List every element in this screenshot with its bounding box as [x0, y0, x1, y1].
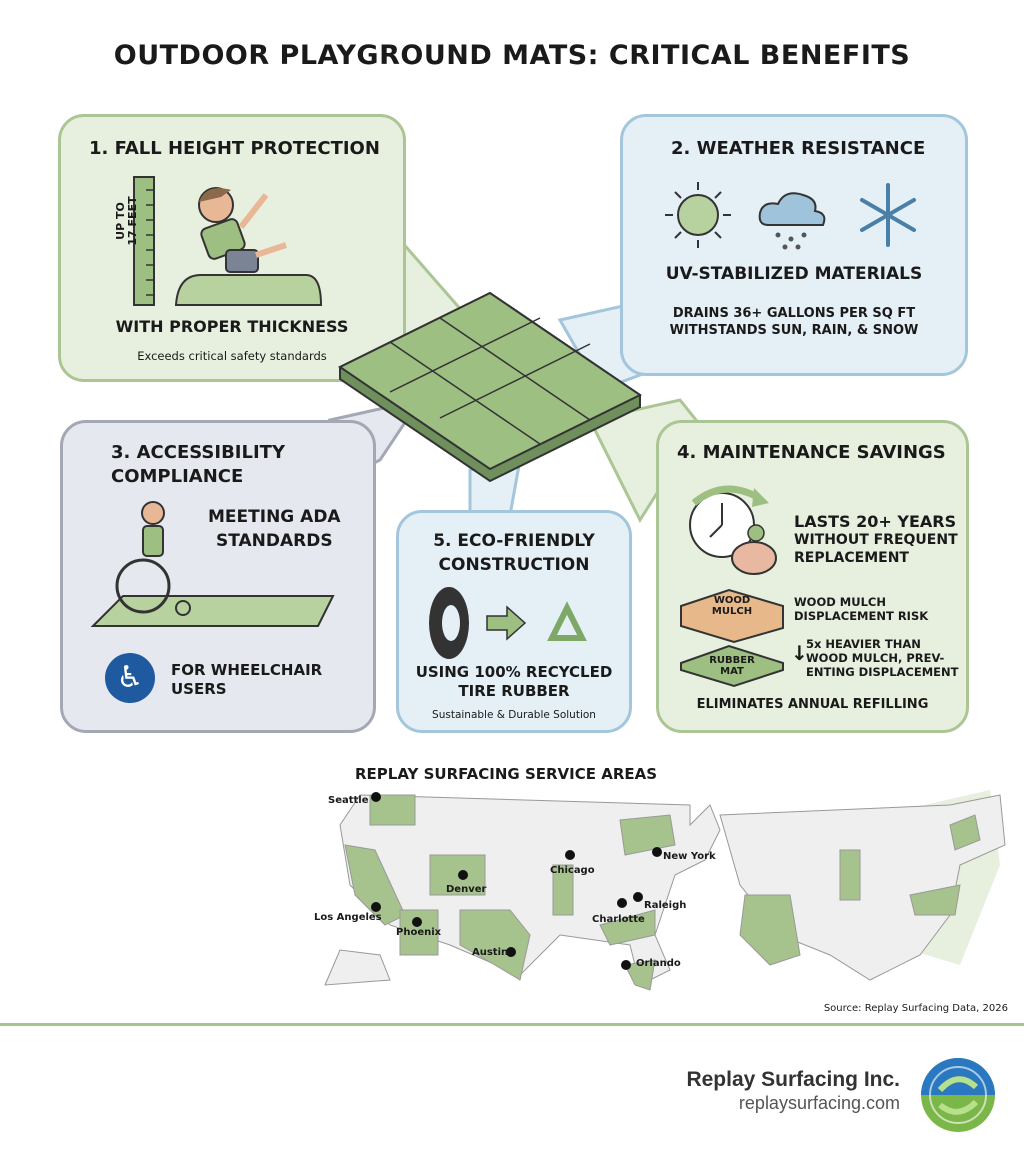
clock-piggy-bank-illustration [689, 485, 777, 575]
clock-icon [689, 485, 769, 558]
pin-new-york-icon [652, 847, 662, 857]
mulch-note-1: WOOD MULCH [794, 595, 886, 609]
ada-text-1: MEETING ADA [208, 507, 341, 527]
eco-text-1: USING 100% RECYCLED [415, 663, 613, 681]
city-label: Orlando [636, 958, 681, 969]
panel-heading: 2. WEATHER RESISTANCE [671, 138, 926, 159]
wood-mulch-label-1: WOOD [713, 595, 751, 606]
company-name: Replay Surfacing Inc. [686, 1068, 900, 1091]
map-title: REPLAY SURFACING SERVICE AREAS [355, 765, 658, 783]
panel-subheading: UV-STABILIZED MATERIALS [665, 264, 923, 284]
mulch-note-2: DISPLACEMENT RISK [794, 609, 929, 623]
heavier-text-1: 5x HEAVIER THAN [806, 637, 921, 651]
company-url[interactable]: replaysurfacing.com [738, 1093, 900, 1113]
page-title: OUTDOOR PLAYGROUND MATS: CRITICAL BENEFI… [113, 40, 911, 71]
us-service-area-map [324, 790, 1006, 991]
city-label: New York [663, 851, 716, 862]
weather-icons [665, 182, 916, 250]
city-label: Charlotte [592, 914, 645, 925]
wood-mulch-label-2: MULCH [711, 606, 753, 617]
rubber-mat-label-1: RUBBER [709, 655, 755, 666]
pin-austin-icon [506, 947, 516, 957]
divider [0, 1023, 1024, 1026]
city-label: Austin [472, 947, 509, 958]
source-note: Source: Replay Surfacing Data, 2026 [823, 1003, 1008, 1014]
sun-icon [665, 182, 731, 248]
wheelchair-text-1: FOR WHEELCHAIR [171, 661, 323, 679]
lasts-text-1: LASTS 20+ YEARS [794, 512, 957, 531]
lasts-text-2: WITHOUT FREQUENT [794, 532, 958, 548]
company-logo [921, 1058, 995, 1132]
ruler-label-2: 17 FEET [126, 196, 139, 246]
lasts-text-3: REPLACEMENT [794, 550, 909, 566]
wheelchair-accessibility-icon: ♿ [105, 653, 155, 703]
pin-denver-icon [458, 870, 468, 880]
panel-heading: 3. ACCESSIBILITY [111, 442, 285, 463]
panel-eco-friendly: 5. ECO-FRIENDLY CONSTRUCTION USING 100% … [396, 510, 632, 733]
panel-note: Exceeds critical safety standards [137, 349, 327, 363]
pin-charlotte-icon [617, 898, 627, 908]
panel-heading: 1. FALL HEIGHT PROTECTION [89, 138, 380, 159]
pin-chicago-icon [565, 850, 575, 860]
arrow-down-icon: ↓ [791, 641, 808, 665]
panel-heading: 5. ECO-FRIENDLY [433, 531, 595, 551]
panel-footer: ELIMINATES ANNUAL REFILLING [696, 697, 929, 712]
panel-heading-2: CONSTRUCTION [438, 555, 590, 575]
panel-note: Sustainable & Durable Solution [432, 709, 596, 721]
pin-raleigh-icon [633, 892, 643, 902]
ada-text-2: STANDARDS [215, 531, 333, 551]
rubber-mat-label-2: MAT [720, 666, 744, 677]
arrow-right-icon [486, 605, 527, 641]
tire-icon [429, 587, 469, 659]
piggy-bank-icon [731, 524, 777, 575]
wheelchair-on-mat-illustration [90, 501, 335, 627]
pin-phoenix-icon [412, 917, 422, 927]
interlocking-mat-illustration [338, 291, 642, 483]
panel-subheading: WITH PROPER THICKNESS [115, 317, 349, 336]
heavier-text-2: WOOD MULCH, PREV- [806, 651, 945, 665]
pin-seattle-icon [371, 792, 381, 802]
rain-cloud-icon [758, 192, 826, 250]
panel-fall-height: 1. FALL HEIGHT PROTECTION UP TO 17 FEET … [58, 114, 406, 382]
snowflake-icon [860, 183, 916, 247]
panel-maintenance: 4. MAINTENANCE SAVINGS LASTS 20+ YEARS W… [656, 420, 969, 733]
mulch-vs-mat-illustration [680, 588, 784, 688]
city-label: Raleigh [644, 900, 687, 911]
city-label: Los Angeles [314, 912, 382, 923]
city-label: Phoenix [396, 927, 442, 938]
pin-los-angeles-icon [371, 902, 381, 912]
city-label: Chicago [550, 865, 595, 876]
panel-heading-2: COMPLIANCE [111, 466, 244, 487]
map-pins [371, 792, 662, 970]
panel-weather: 2. WEATHER RESISTANCE UV-STABILIZED MATE… [620, 114, 968, 376]
pin-orlando-icon [621, 960, 631, 970]
city-label: Seattle [328, 795, 369, 806]
heavier-text-3: ENTING DISPLACEMENT [806, 665, 959, 679]
panel-accessibility: 3. ACCESSIBILITY COMPLIANCE MEETING ADA … [60, 420, 376, 733]
weather-text: WITHSTANDS SUN, RAIN, & SNOW [669, 323, 919, 338]
panel-heading: 4. MAINTENANCE SAVINGS [677, 442, 946, 463]
drainage-text: DRAINS 36+ GALLONS PER SQ FT [672, 306, 916, 321]
tire-to-recycle-illustration [429, 587, 587, 659]
wheelchair-text-2: USERS [171, 680, 227, 698]
eco-text-2: TIRE RUBBER [458, 682, 570, 700]
recycle-icon [547, 601, 587, 641]
city-label: Denver [446, 884, 487, 895]
falling-child-on-mat-illustration [133, 176, 323, 306]
